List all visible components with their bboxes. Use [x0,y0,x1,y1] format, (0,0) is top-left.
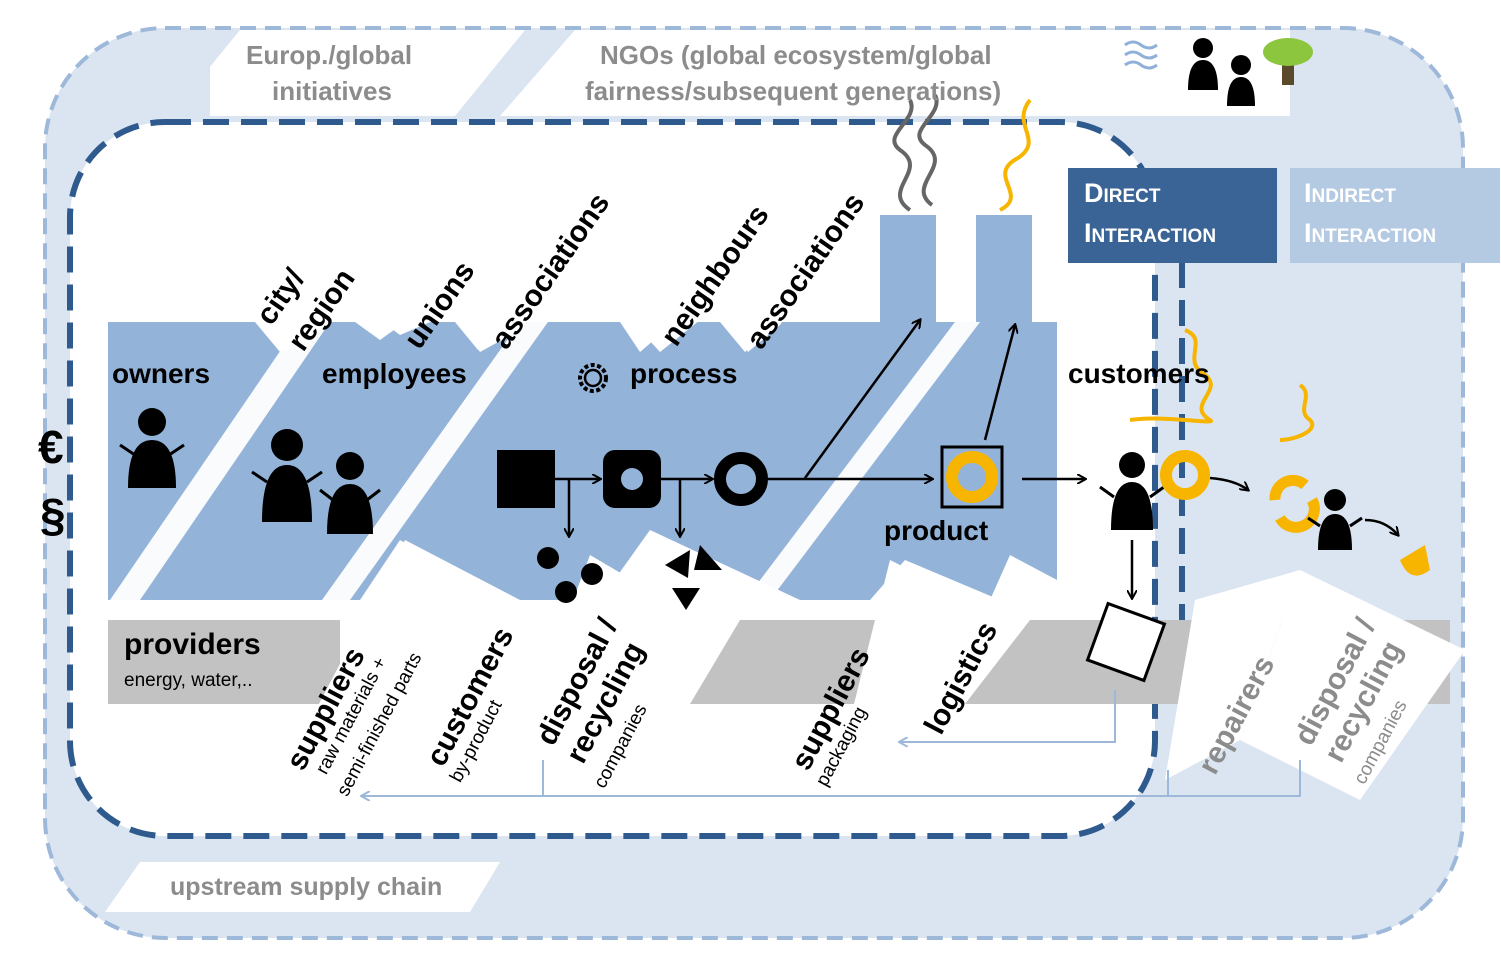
customers-label: customers [1068,358,1210,389]
product-label: product [884,515,989,546]
indirect-label-2: Interaction [1304,218,1437,248]
process-label: process [630,358,738,389]
paragraph-icon: § [40,489,66,541]
direct-label-2: Interaction [1084,218,1217,248]
inner-dashed-border [67,119,1158,839]
employees-label: employees [322,358,467,389]
product-icon [946,451,998,503]
initiatives-label: Europ./global [246,40,413,70]
indirect-label: Indirect [1304,178,1396,208]
top-white-band [210,30,1290,116]
smoke-icon [892,99,914,212]
providers-label: providers [124,628,261,661]
packaging-icon [1085,601,1167,683]
ngos-label-2: fairness/subsequent generations) [585,76,1002,106]
direct-interaction-box [1068,168,1277,263]
indirect-interaction-box [1290,168,1500,263]
providers-sublabel: energy, water,.. [124,670,253,691]
owners-label: owners [112,358,211,389]
euro-icon: € [38,421,64,473]
yellow-emission [998,98,1032,212]
gear-icon [578,363,608,393]
initiatives-label-2: initiatives [272,76,392,106]
water-wave-icon [1124,40,1158,70]
person-icon [119,408,185,488]
direct-label: Direct [1084,178,1161,208]
ngos-label: NGOs (global ecosystem/global [600,40,992,70]
raw-material-icon [497,450,555,508]
outer-dashed-border [43,26,1465,940]
upstream-label: upstream supply chain [170,873,443,901]
tree-icon [1263,38,1313,85]
